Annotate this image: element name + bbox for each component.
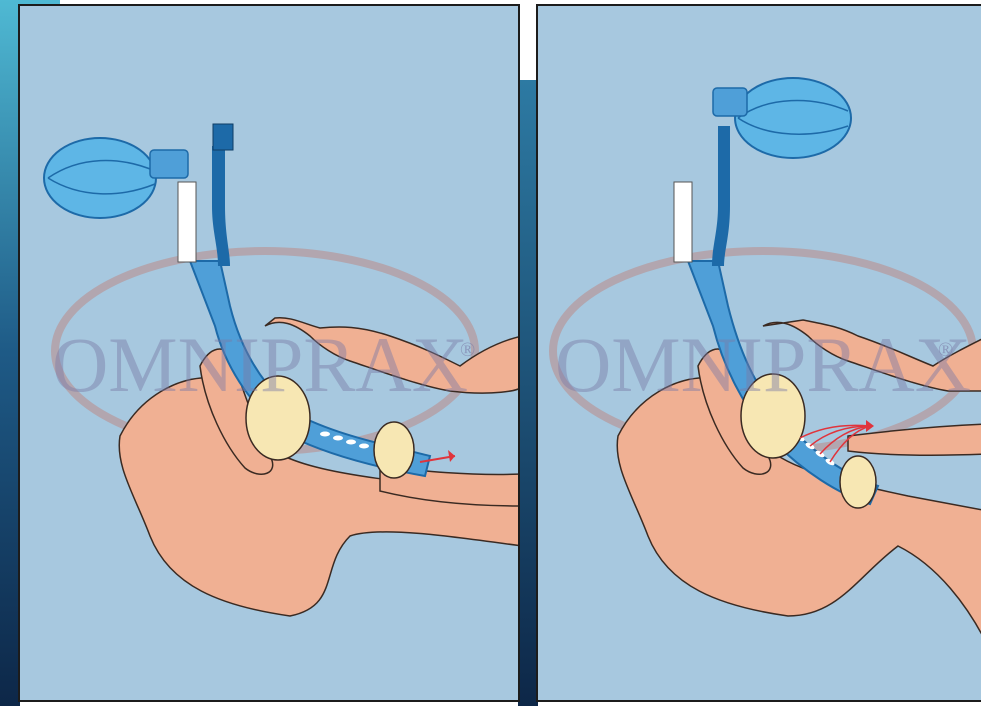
distal-cuff (840, 456, 876, 508)
white-connector (178, 182, 196, 262)
tube-connector-top (213, 124, 233, 150)
bulb-valve (150, 150, 188, 178)
airway-tube-illustration-side-holes: OMNIPRAX ® (538, 6, 981, 702)
watermark-mark: ® (460, 339, 475, 361)
right-illustration-panel: OMNIPRAX ® (536, 4, 981, 702)
inflation-line (212, 146, 230, 266)
airway-tube-illustration-distal-outlet: OMNIPRAX ® (20, 6, 520, 702)
white-connector (674, 182, 692, 262)
watermark-mark: ® (938, 339, 953, 361)
inflation-bulb (44, 138, 156, 218)
watermark-brand: OMNIPRAX (555, 321, 971, 408)
inflation-bulb (735, 78, 851, 158)
bulb-valve (713, 88, 747, 116)
distal-cuff (374, 422, 414, 478)
watermark-brand: OMNIPRAX (52, 321, 468, 408)
inflation-line (712, 126, 730, 266)
left-illustration-panel: OMNIPRAX ® (18, 4, 520, 702)
